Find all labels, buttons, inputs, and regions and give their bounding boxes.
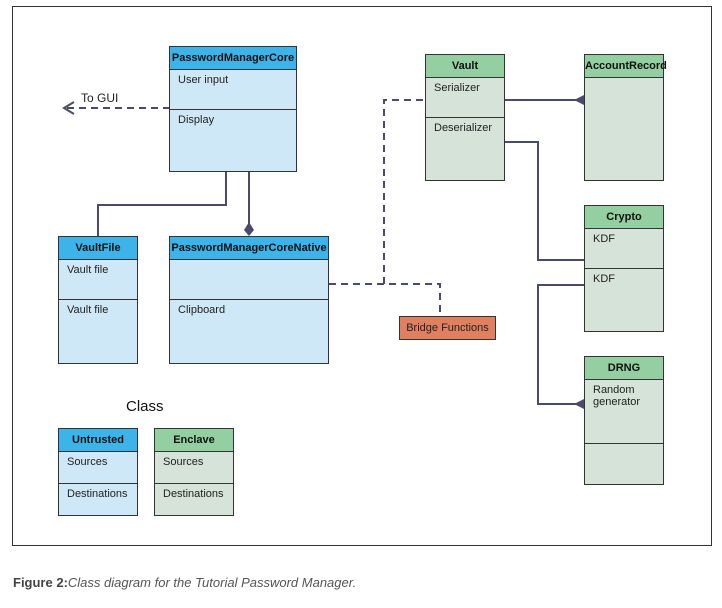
bridge-functions-box: Bridge Functions (399, 316, 496, 340)
class-title: PasswordManagerCoreNative (170, 237, 328, 260)
class-drng: DRNG Random generator (584, 356, 664, 485)
class-section: Sources (59, 452, 137, 484)
class-section: Destinations (163, 488, 224, 500)
crypto-drng-link (537, 284, 584, 405)
class-account-record: AccountRecord (584, 54, 667, 181)
class-title: Vault (426, 55, 504, 78)
legend-untrusted: Untrusted Sources Destinations (58, 428, 138, 516)
figure-caption: Figure 2:Class diagram for the Tutorial … (13, 575, 356, 590)
legend-enclave: Enclave Sources Destinations (154, 428, 234, 516)
class-section: Display (178, 114, 215, 126)
class-title: DRNG (585, 357, 663, 380)
class-password-manager-core: PasswordManagerCore User input Display (169, 46, 297, 172)
legend-title: Class (126, 398, 164, 415)
class-section: Vault file (67, 304, 109, 316)
class-section: Deserializer (434, 122, 493, 134)
vault-crypto-link (505, 141, 584, 261)
class-vault: Vault Serializer Deserializer (425, 54, 505, 181)
caption-text: Class diagram for the Tutorial Password … (67, 575, 357, 590)
core-vaultfile-link (97, 172, 227, 236)
bridge-vault-link (383, 99, 425, 284)
native-bridge-link (329, 283, 441, 316)
class-section: Clipboard (178, 304, 226, 316)
class-section: User input (170, 70, 296, 110)
class-title: VaultFile (59, 237, 137, 260)
class-vault-file: VaultFile Vault file Vault file (58, 236, 138, 364)
to-gui-label: To GUI (81, 91, 119, 105)
class-crypto: Crypto KDF KDF (584, 205, 664, 332)
diagram-frame (12, 6, 712, 546)
class-section: Destinations (67, 488, 128, 500)
legend-untrusted-title: Untrusted (59, 429, 137, 452)
class-password-manager-core-native: PasswordManagerCoreNative Clipboard (169, 236, 329, 364)
class-section: Vault file (59, 260, 137, 300)
caption-prefix: Figure 2: (13, 575, 68, 590)
class-section: Random generator (585, 380, 663, 444)
legend-enclave-title: Enclave (155, 429, 233, 452)
class-section: KDF (593, 273, 615, 285)
class-title: PasswordManagerCore (170, 47, 296, 70)
class-section: Sources (155, 452, 233, 484)
class-section: KDF (585, 229, 663, 269)
class-title: Crypto (585, 206, 663, 229)
class-section (170, 260, 328, 300)
class-title: AccountRecord (585, 55, 667, 78)
class-section (585, 444, 663, 485)
class-section: Serializer (426, 78, 504, 118)
